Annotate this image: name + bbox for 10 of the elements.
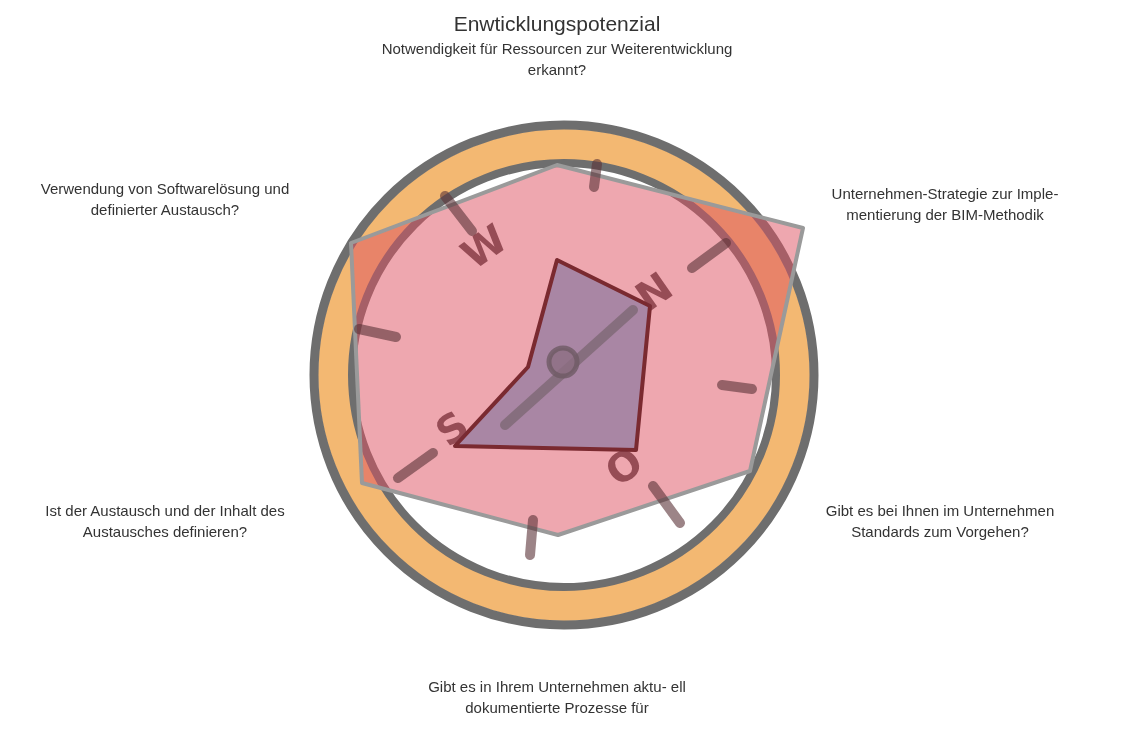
axis-question: Unternehmen-Strategie zur Imple- mentierung der BIM-Methodik [830, 184, 1060, 225]
axis-question: Gibt es bei Ihnen im Unternehmen Standards zum Vorgehen? [824, 501, 1056, 542]
axis-question: Gibt es in Ihrem Unternehmen aktu- ell dokumentierte Prozesse für [427, 677, 687, 718]
axis-question: Verwendung von Softwarelösung und definierter Austausch? [39, 179, 291, 220]
chart-title: Enwticklungspotenzial [452, 12, 662, 36]
compass-letter: W [452, 215, 516, 279]
compass-letter: N [627, 263, 681, 320]
axis-question: Notwendigkeit für Ressourcen zur Weiterentwicklung erkannt? [380, 39, 734, 80]
axis-question: Ist der Austausch und der Inhalt des Austausches definieren? [44, 501, 286, 542]
compass-letter: O [596, 437, 652, 496]
